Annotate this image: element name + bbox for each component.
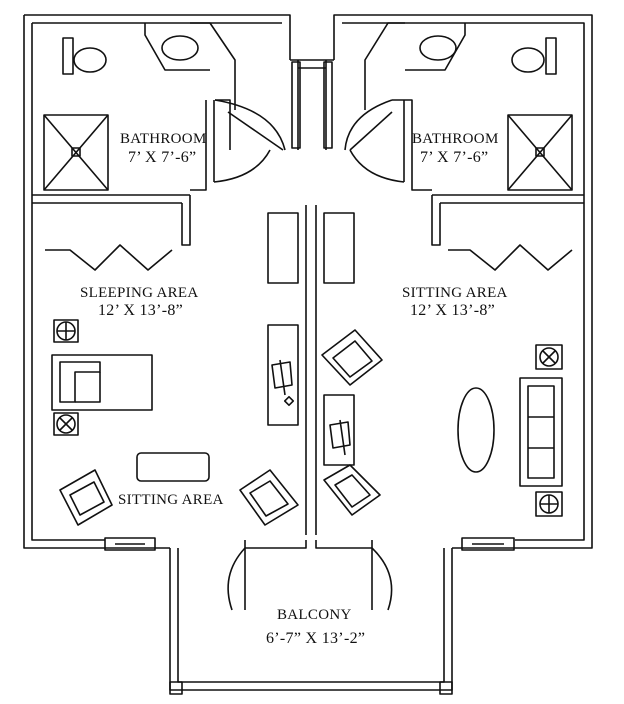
center-partition — [267, 205, 355, 535]
sleeping-area-name: SLEEPING AREA — [80, 285, 199, 301]
left-unit-furniture — [51, 319, 299, 526]
balcony-size: 6’-7” X 13’-2” — [266, 630, 366, 647]
bathroom-right-name: BATHROOM — [412, 131, 499, 147]
sitting-area-right-name: SITTING AREA — [402, 285, 508, 301]
bathroom-left-name: BATHROOM — [120, 131, 207, 147]
left-bathroom — [32, 22, 286, 246]
sitting-area-right-size: 12’ X 13’-8” — [410, 302, 496, 319]
balcony-name: BALCONY — [277, 607, 352, 623]
bathroom-left-size: 7’ X 7’-6” — [128, 149, 197, 166]
right-unit-furniture — [321, 329, 563, 517]
sitting-area-left-name: SITTING AREA — [118, 492, 224, 508]
exterior-walls — [23, 14, 593, 549]
right-bathroom — [344, 22, 584, 246]
sleeping-area-size: 12’ X 13’-8” — [98, 302, 184, 319]
closet-doors — [45, 244, 573, 271]
bathroom-right-size: 7’ X 7’-6” — [420, 149, 489, 166]
balcony-walls — [104, 537, 515, 695]
